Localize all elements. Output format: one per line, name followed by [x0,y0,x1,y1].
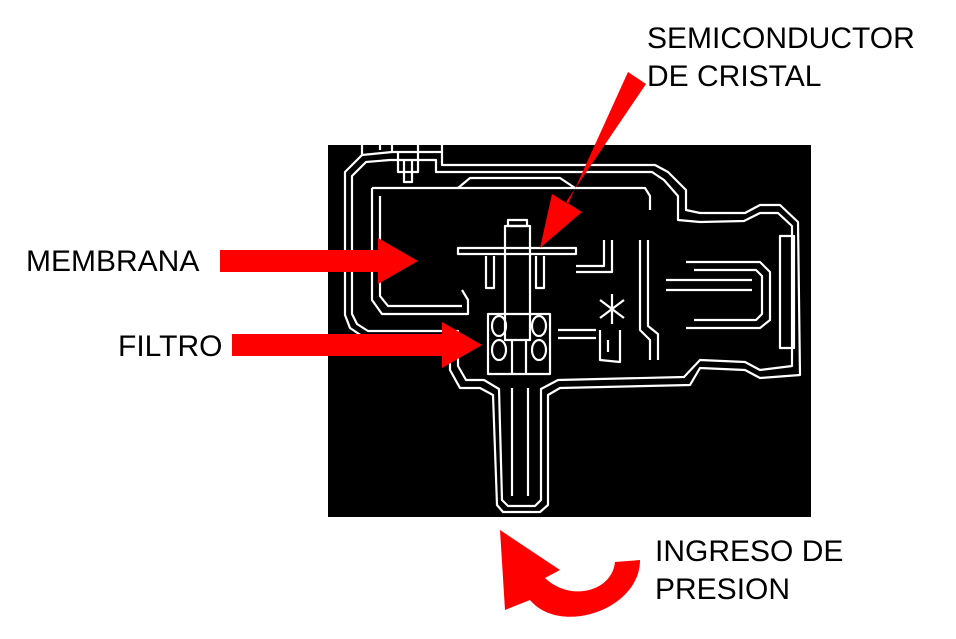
membrana-arrow [220,238,418,284]
filtro-label: FILTRO [118,330,223,363]
semiconductor-label-line1: SEMICONDUCTOR [647,22,915,55]
membrana-label: MEMBRANA [26,245,200,278]
filtro-arrow [232,322,482,368]
semiconductor-arrow [540,72,646,248]
ingreso-label: INGRESO DE PRESION [655,533,843,609]
semiconductor-label-line2: DE CRISTAL [647,60,822,93]
ingreso-label-line2: PRESION [655,573,791,606]
sensor-body-outline [343,145,802,514]
ingreso-curved-arrow [500,530,640,617]
ingreso-label-line1: INGRESO DE [655,535,844,568]
semiconductor-label: SEMICONDUCTOR DE CRISTAL [647,20,915,96]
